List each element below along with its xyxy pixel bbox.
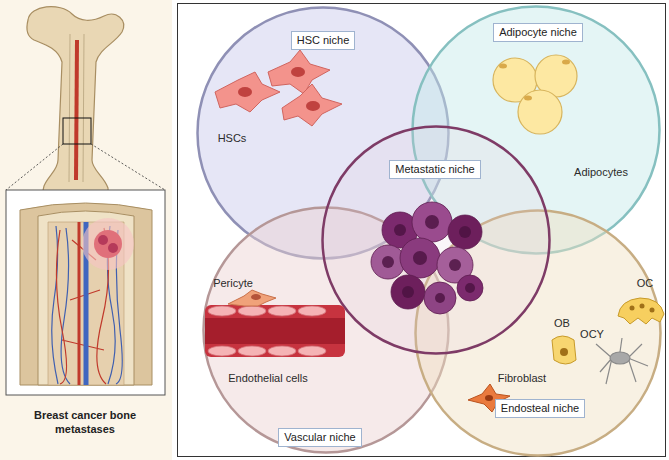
tumor-cluster xyxy=(371,202,483,314)
osteoblast-cell xyxy=(552,336,576,364)
osteoclast-cell xyxy=(618,298,664,324)
osteocyte-cell xyxy=(596,338,648,384)
cell-label: HSCs xyxy=(218,132,247,145)
panel-caption: Breast cancer bone metastases xyxy=(25,408,145,436)
cell-label: Fibroblast xyxy=(498,372,546,385)
femur-bone xyxy=(6,7,165,202)
niche-title: Endosteal niche xyxy=(495,399,585,418)
cell-label: Endothelial cells xyxy=(228,372,308,385)
adipocyte-cells xyxy=(493,55,577,134)
cell-label: Adipocytes xyxy=(574,166,628,179)
niche-title: HSC niche xyxy=(291,31,356,50)
niche-title: Vascular niche xyxy=(278,428,361,447)
fibroblast-cell xyxy=(468,384,510,412)
cell-label: OC xyxy=(637,277,654,290)
niche-title: Metastatic niche xyxy=(389,160,480,179)
pericyte-cell xyxy=(228,290,276,306)
cell-label: OCY xyxy=(580,328,604,341)
blood-vessel xyxy=(205,305,345,357)
cell-label: OB xyxy=(554,317,570,330)
cell-label: Pericyte xyxy=(213,277,253,290)
niche-title: Adipocyte niche xyxy=(493,23,583,42)
hsc-cells xyxy=(215,50,342,126)
bone-inset xyxy=(6,190,165,395)
